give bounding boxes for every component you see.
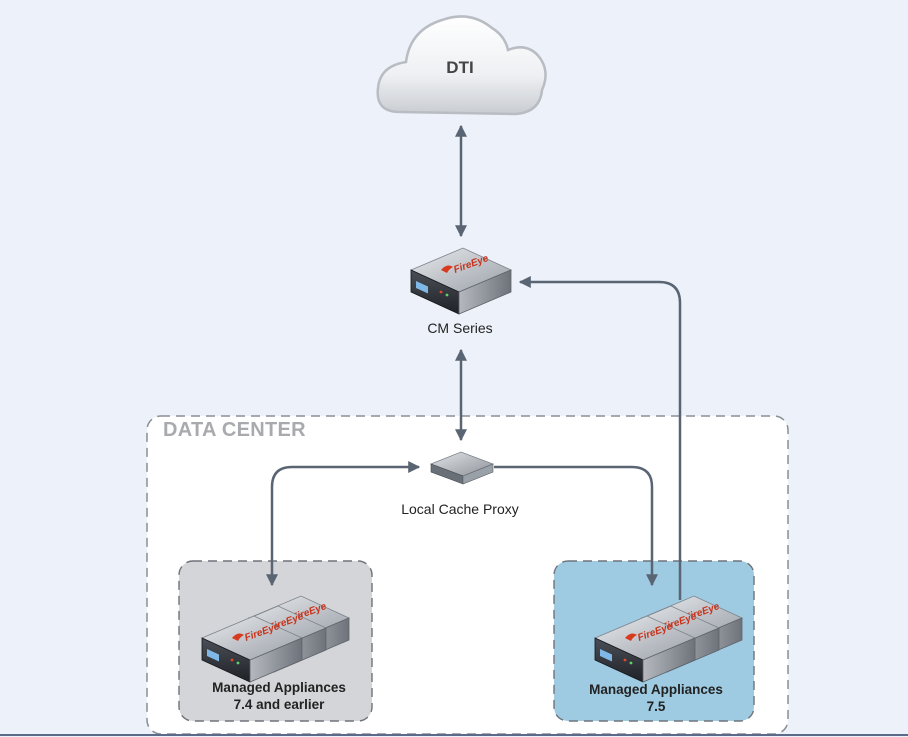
dti-cloud-icon xyxy=(376,15,547,116)
arrow-proxy-left xyxy=(266,461,421,587)
group-left-label-line1: Managed Appliances xyxy=(212,680,346,695)
group-left-label-line2: 7.4 and earlier xyxy=(233,697,325,712)
arrow-right-to-cm xyxy=(518,276,682,600)
group-right-label-line2: 7.5 xyxy=(646,699,666,714)
cm-series-label: CM Series xyxy=(427,320,493,336)
local-cache-proxy-switch-icon xyxy=(429,451,495,485)
bottom-rule xyxy=(0,734,908,736)
data-center-title: DATA CENTER xyxy=(163,419,306,441)
local-cache-proxy-label: Local Cache Proxy xyxy=(401,501,519,517)
group-right-label-line1: Managed Appliances xyxy=(589,682,723,697)
dti-label: DTI xyxy=(446,58,474,77)
arrow-proxy-right xyxy=(494,465,658,587)
cm-series-server-icon xyxy=(410,247,512,315)
